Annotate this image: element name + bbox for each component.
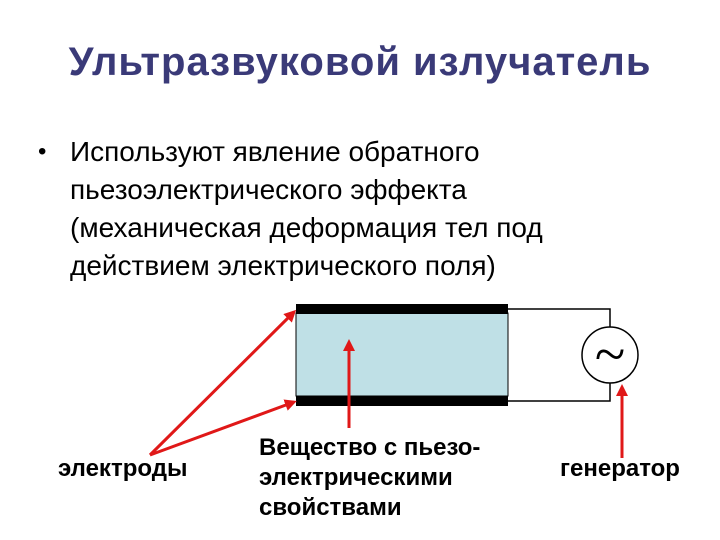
piezo-crystal bbox=[295, 312, 509, 397]
slide-title: Ультразвуковой излучатель bbox=[68, 40, 652, 84]
bottom-electrode bbox=[296, 396, 508, 406]
bullet-text: Используют явление обратного пьезоэлектр… bbox=[70, 133, 670, 285]
electrode-arrow-top bbox=[148, 309, 297, 457]
electrode-arrow-bottom bbox=[149, 399, 297, 457]
bullet-line: пьезоэлектрического эффекта bbox=[70, 174, 467, 205]
top-electrode bbox=[296, 304, 508, 314]
bullet-icon: • bbox=[38, 138, 47, 165]
bullet-line: действием электрического поля) bbox=[70, 250, 496, 281]
bullet-line: Используют явление обратного bbox=[70, 136, 480, 167]
label-electrodes: электроды bbox=[58, 455, 188, 482]
bottom-wire bbox=[508, 382, 611, 402]
label-generator: генератор bbox=[560, 455, 680, 482]
top-wire bbox=[508, 308, 611, 327]
generator-symbol: ~ bbox=[595, 324, 625, 386]
label-substance-line: Вещество с пьезо- bbox=[259, 434, 481, 461]
bullet-line: (механическая деформация тел под bbox=[70, 212, 543, 243]
label-substance: Вещество с пьезо- электрическими свойств… bbox=[259, 433, 480, 523]
label-substance-line: свойствами bbox=[259, 494, 402, 521]
label-substance-line: электрическими bbox=[259, 464, 453, 491]
generator-circle bbox=[581, 326, 639, 384]
